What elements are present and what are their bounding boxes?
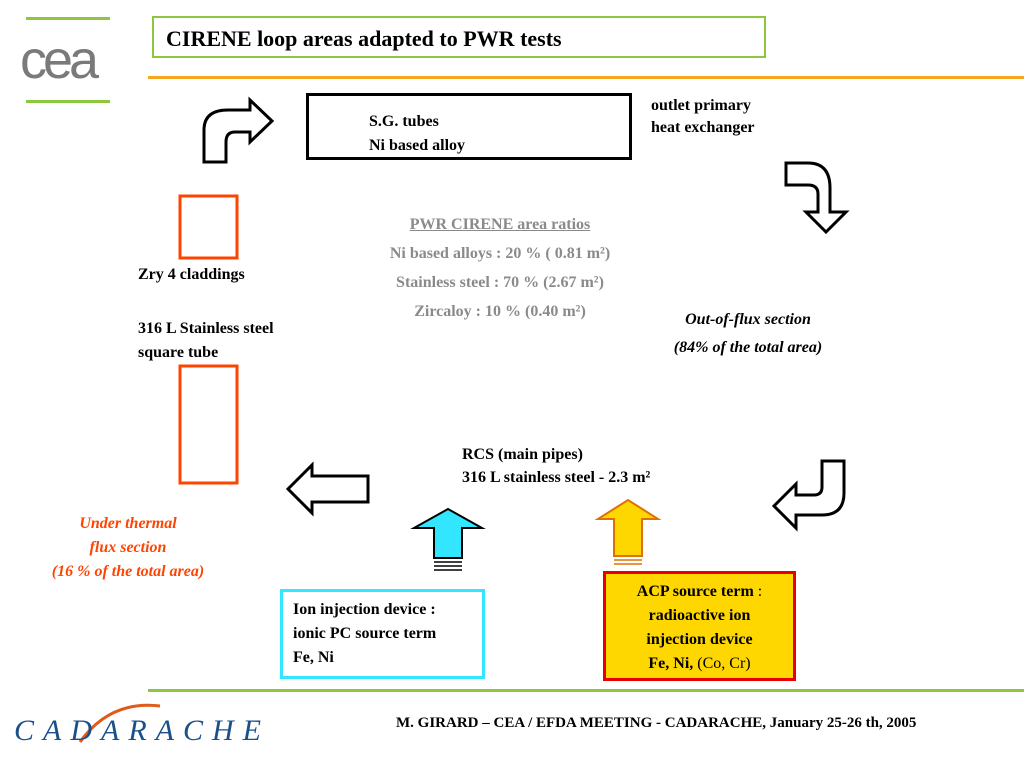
- out-of-flux-line2: (84% of the total area): [673, 339, 823, 356]
- stainless-tube-line1: 316 L Stainless steel: [138, 320, 274, 337]
- stainless-tube-label: 316 L Stainless steel square tube: [138, 317, 274, 365]
- acp-source-text: ACP source term : radioactive ion inject…: [606, 580, 793, 676]
- sg-tubes-box: S.G. tubes Ni based alloy: [306, 93, 632, 160]
- under-flux-label: Under thermal flux section (16 % of the …: [0, 512, 256, 584]
- left-arrow-icon: [285, 461, 370, 517]
- under-flux-line3: (16 % of the total area): [51, 563, 205, 580]
- ratio-ni: Ni based alloys : 20 % ( 0.81 m²): [389, 245, 611, 262]
- cadarache-logo: CADARACHE: [14, 714, 270, 747]
- acp-line1-rest: :: [753, 583, 763, 600]
- ratio-ss: Stainless steel : 70 % (2.67 m²): [396, 274, 604, 291]
- stainless-tube-line2: square tube: [138, 344, 219, 361]
- ion-injection-box: Ion injection device : ionic PC source t…: [280, 589, 485, 679]
- ion-line2: ionic PC source term: [293, 625, 437, 642]
- sg-tubes-line1: S.G. tubes: [369, 113, 439, 130]
- sg-tubes-line2: Ni based alloy: [369, 137, 466, 154]
- acp-line4-rest: (Co, Cr): [693, 655, 751, 672]
- sg-tubes-text: S.G. tubes Ni based alloy: [369, 110, 465, 158]
- outlet-line1: outlet primary: [651, 97, 751, 114]
- out-of-flux-label: Out-of-flux section (84% of the total ar…: [620, 306, 876, 362]
- top-rule: [148, 76, 1024, 79]
- zry-lower-rect: [178, 364, 239, 485]
- rcs-label: RCS (main pipes) 316 L stainless steel -…: [462, 443, 650, 489]
- acp-line2: radioactive ion: [648, 607, 751, 624]
- out-of-flux-line1: Out-of-flux section: [685, 311, 811, 328]
- outlet-line2: heat exchanger: [651, 119, 755, 136]
- cadarache-swoosh-icon: [78, 703, 161, 743]
- yellow-up-arrow-icon: [594, 498, 662, 565]
- footer-text: M. GIRARD – CEA / EFDA MEETING - CADARAC…: [396, 715, 917, 731]
- under-flux-line1: Under thermal: [79, 515, 177, 532]
- bottom-rule: [148, 689, 1024, 692]
- title-box: CIRENE loop areas adapted to PWR tests: [152, 16, 766, 58]
- curved-down-left-arrow-icon: [771, 459, 846, 532]
- logo-top-line: [26, 17, 110, 20]
- logo-bottom-line: [26, 100, 110, 103]
- curved-up-right-arrow-icon: [202, 96, 275, 164]
- rcs-line2: 316 L stainless steel - 2.3 m²: [462, 469, 651, 486]
- ion-line3: Fe, Ni: [293, 649, 334, 666]
- ion-injection-text: Ion injection device : ionic PC source t…: [293, 598, 436, 670]
- area-ratios: PWR CIRENE area ratios Ni based alloys :…: [340, 210, 660, 326]
- under-flux-line2: flux section: [89, 539, 167, 556]
- acp-line1: ACP source term :: [606, 580, 793, 604]
- curved-right-down-arrow-icon: [784, 161, 850, 235]
- acp-line1-bold: ACP source term: [636, 583, 754, 600]
- ratios-title: PWR CIRENE area ratios: [409, 216, 591, 233]
- acp-line4-bold: Fe, Ni,: [648, 655, 694, 672]
- cyan-up-arrow-icon: [410, 507, 486, 571]
- outlet-label: outlet primary heat exchanger: [651, 95, 755, 139]
- rcs-line1: RCS (main pipes): [462, 446, 583, 463]
- page-title: CIRENE loop areas adapted to PWR tests: [166, 26, 562, 51]
- zry-upper-rect: [178, 194, 239, 260]
- ratio-zr: Zircaloy : 10 % (0.40 m²): [414, 303, 586, 320]
- acp-source-box: ACP source term : radioactive ion inject…: [603, 571, 796, 681]
- ion-line1: Ion injection device :: [293, 601, 436, 618]
- zry-claddings-label: Zry 4 claddings: [138, 266, 245, 283]
- cea-logo: cea: [20, 30, 99, 90]
- acp-line4: Fe, Ni, (Co, Cr): [606, 652, 793, 676]
- acp-line3: injection device: [646, 631, 753, 648]
